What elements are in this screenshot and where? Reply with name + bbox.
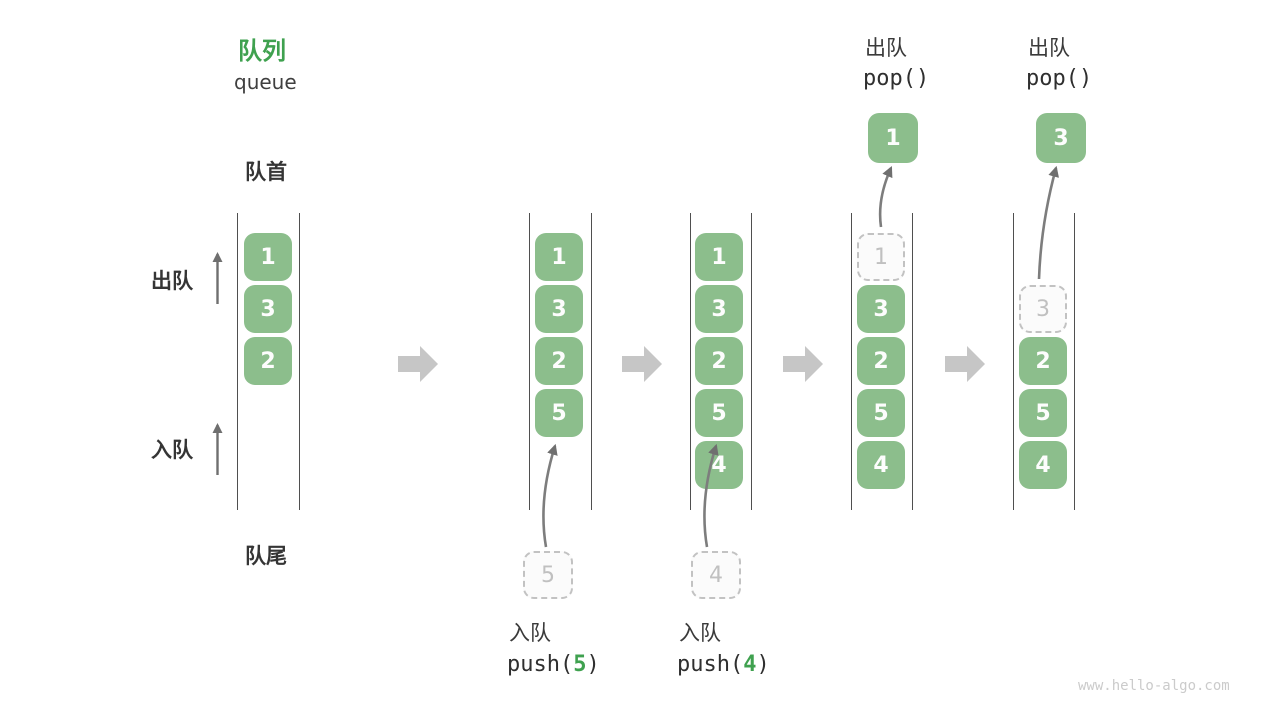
queue-cell: 4 [1019, 441, 1067, 489]
dequeue-op-code: pop() [863, 66, 930, 91]
diagram-title-zh: 队列 [238, 37, 286, 65]
popped-cell: 1 [868, 113, 918, 163]
queue-wall-line [529, 213, 530, 510]
queue-wall-line [690, 213, 691, 510]
queue-cell: 3 [857, 285, 905, 333]
queue-cell: 5 [535, 389, 583, 437]
push-arrow-icon [542, 443, 558, 548]
queue-rear-label: 队尾 [245, 544, 287, 568]
queue-wall-line [237, 213, 238, 510]
diagram-title-en: queue [234, 70, 297, 94]
enqueue-op-code: push(4) [677, 652, 770, 677]
enqueue-op-label: 入队 [679, 621, 721, 645]
queue-wall-line [591, 213, 592, 510]
queue-cell: 4 [857, 441, 905, 489]
queue-wall-line [851, 213, 852, 510]
queue-cell: 1 [535, 233, 583, 281]
code-text: push( [677, 652, 744, 677]
queue-cell: 2 [857, 337, 905, 385]
watermark: www.hello-algo.com [1078, 678, 1230, 694]
enqueue-op-label: 入队 [509, 621, 551, 645]
queue-cell: 5 [857, 389, 905, 437]
code-text: push( [507, 652, 574, 677]
queue-cell: 1 [244, 233, 292, 281]
queue-cell: 2 [1019, 337, 1067, 385]
dequeue-op-code: pop() [1026, 66, 1093, 91]
ghost-cell: 1 [857, 233, 905, 281]
queue-wall-line [751, 213, 752, 510]
staged-cell: 4 [691, 551, 741, 599]
enqueue-side-label: 入队 [151, 438, 193, 462]
queue-cell: 2 [244, 337, 292, 385]
code-text: ) [586, 652, 600, 677]
dequeue-op-label: 出队 [1028, 36, 1070, 60]
queue-cell: 1 [695, 233, 743, 281]
enqueue-op-code: push(5) [507, 652, 600, 677]
queue-front-label: 队首 [245, 160, 287, 184]
queue-cell: 5 [1019, 389, 1067, 437]
pop-arrow-icon [878, 166, 893, 228]
queue-wall-line [299, 213, 300, 510]
dequeue-op-label: 出队 [865, 36, 907, 60]
queue-wall-line [912, 213, 913, 510]
queue-cell: 5 [695, 389, 743, 437]
queue-cell: 2 [535, 337, 583, 385]
code-arg: 4 [743, 652, 757, 677]
dequeue-side-label: 出队 [151, 269, 193, 293]
queue-cell: 3 [244, 285, 292, 333]
queue-wall-line [1013, 213, 1014, 510]
staged-cell: 5 [523, 551, 573, 599]
queue-cell: 3 [695, 285, 743, 333]
queue-cell: 2 [695, 337, 743, 385]
queue-cell: 3 [535, 285, 583, 333]
pop-arrow-icon [1037, 165, 1059, 280]
queue-wall-line [1074, 213, 1075, 510]
queue-cell: 4 [695, 441, 743, 489]
code-arg: 5 [573, 652, 587, 677]
ghost-cell: 3 [1019, 285, 1067, 333]
code-text: ) [756, 652, 770, 677]
popped-cell: 3 [1036, 113, 1086, 163]
